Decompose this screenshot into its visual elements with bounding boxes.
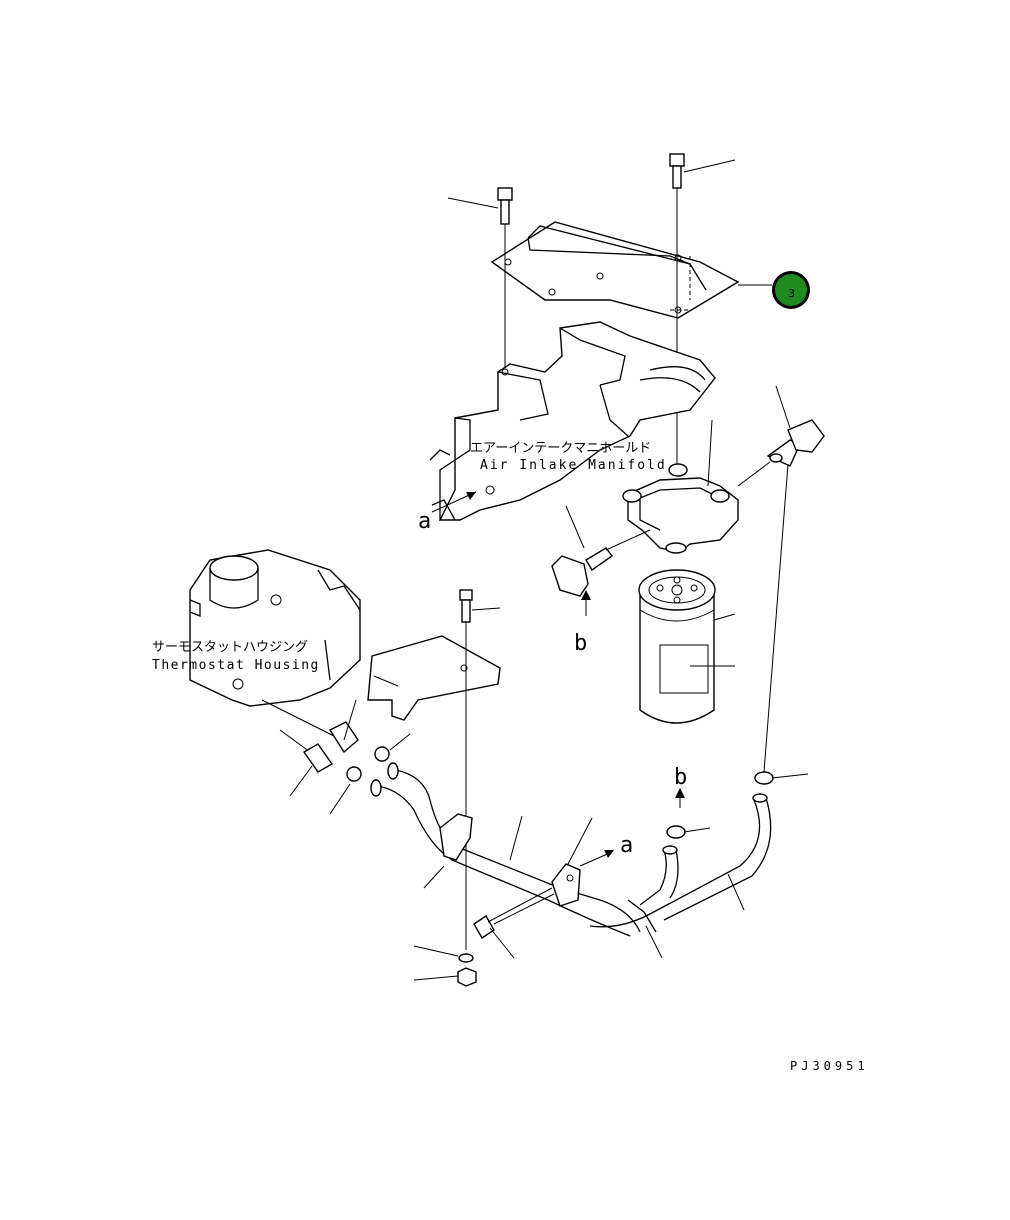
mounting-bracket — [490, 221, 740, 319]
thermostat-label-jp: サーモスタットハウジング — [152, 640, 308, 655]
letter-a-upper: a — [418, 509, 431, 534]
callout-number: 3 — [788, 287, 795, 300]
washer — [413, 945, 474, 963]
lower-bracket — [367, 635, 501, 721]
connector-lower — [279, 729, 334, 797]
drawing-code: PJ30951 — [790, 1059, 869, 1073]
air-intake-manifold — [429, 321, 716, 521]
pipe-right — [589, 793, 772, 928]
arrow-b-lower — [675, 788, 685, 808]
arrow-a-upper — [431, 491, 477, 513]
callout-3: 3 — [738, 271, 810, 309]
letter-a-lower: a — [620, 833, 633, 858]
hose-clamp-right-top — [754, 771, 809, 785]
hose-clamp-right-mid — [666, 825, 711, 839]
clamp-lower — [329, 766, 362, 815]
arrow-a-lower — [579, 850, 614, 867]
filter-head — [622, 419, 739, 554]
nut — [413, 967, 477, 987]
fitting-upper-right — [737, 385, 825, 773]
bolt-top-right — [669, 153, 736, 466]
pipe-clamp-bracket — [423, 813, 745, 959]
fitting-left — [551, 505, 651, 597]
thermostat-housing — [189, 549, 361, 707]
manifold-label-jp: エアーインテークマニホールド — [470, 441, 651, 456]
clamp-upper — [374, 733, 411, 762]
hose-left — [370, 762, 641, 937]
bolt-top-left — [447, 187, 513, 372]
bolt-bottom — [473, 887, 555, 959]
manifold-label-en: Air Inlake Manifold — [480, 458, 667, 473]
bolt-middle — [459, 589, 501, 950]
fuel-filter — [638, 569, 736, 724]
connector-upper — [261, 699, 359, 754]
arrow-b-upper — [581, 590, 591, 616]
letter-b-lower: b — [674, 765, 687, 790]
letter-b-upper: b — [574, 631, 587, 656]
thermostat-label-en: Thermostat Housing — [152, 658, 320, 673]
